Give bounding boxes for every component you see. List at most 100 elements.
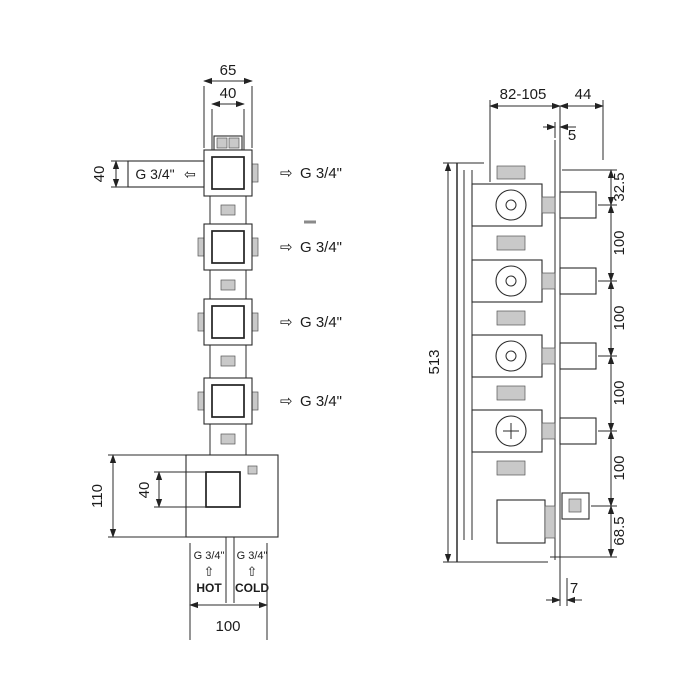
dim-top-inner-label: 40 [220,85,237,102]
cartridge-stem [541,272,556,290]
dim-chain-right: 32.5 100 100 100 100 68.5 [550,169,628,558]
dim-seg-top-label: 32.5 [611,172,628,201]
dim-base-height: 110 [89,454,186,538]
dim-plate-thickness: 5 [543,122,576,144]
connector-block [496,385,526,401]
module-right-tab [251,312,259,332]
side-valve-1 [471,183,597,227]
mounting-rails [463,170,473,540]
dim-base-height-label: 110 [89,484,106,508]
supply-port-lines [225,537,235,603]
dim-bottom-gap: 7 [546,578,582,606]
side-valve-2 [471,259,597,303]
trim-stub [559,417,597,445]
module-left-tab [197,312,205,332]
extension-lines [443,162,457,563]
module-face [211,305,245,339]
module-right-tab [251,163,259,183]
trim-stub [559,267,597,295]
flow-arrow-left-icon: ⇦ [184,166,196,182]
side-bottom-body [496,492,590,544]
module-face [211,156,245,190]
dim-plate-thickness-label: 5 [568,127,576,144]
trim-stub [559,191,597,219]
bottom-through-wall [544,505,556,539]
flow-arrow-right-icon: ⇨ [280,314,293,331]
dim-depth-range: 82-105 [489,86,561,182]
outlet-port-label: G 3/4" [300,393,342,410]
connector-block [220,433,236,445]
column-connectors [220,204,236,445]
valve-module-2 [197,223,259,271]
trim-stub [559,342,597,370]
connector-block [220,204,236,216]
dim-base-inner-label: 40 [136,482,153,499]
outlet-port-3: ⇨ G 3/4" [280,314,342,331]
extension-lines [111,160,128,188]
dim-overall-height: 513 [426,162,457,563]
extension-lines [211,109,245,154]
valve-module-4 [197,377,259,425]
connector-block [496,235,526,251]
extension-lines [154,471,206,508]
base-detail [247,465,258,475]
inlet-port-label: G 3/4" [135,166,174,182]
frame-edges [457,162,548,563]
cold-port-label: G 3/4" [237,550,268,562]
dim-bottom-gap-label: 7 [570,580,578,597]
dim-top-inner: 40 [211,85,245,154]
dim-seg-1-label: 100 [611,230,628,255]
valve-column [209,196,247,455]
outlet-port-4: ⇨ G 3/4" [280,393,342,410]
dim-overall-height-label: 513 [426,349,443,374]
flow-arrow-right-icon: ⇨ [280,239,293,256]
dim-base-inner: 40 [136,471,206,508]
inlet-pipe [127,160,205,188]
dim-top-total-label: 65 [220,62,237,79]
module-left-tab [197,237,205,257]
dim-seg-3-label: 100 [611,380,628,405]
cap-detail [216,137,228,149]
module-left-tab [197,391,205,411]
valve-top-cap [213,135,243,151]
extension-lines [203,86,253,148]
bottom-stub-detail [568,498,582,513]
dim-base-width: 100 [189,543,268,640]
hot-port-label: G 3/4" [194,550,225,562]
base-mixer-box [185,454,279,538]
cartridge-stem [541,422,556,440]
flow-arrow-right-icon: ⇨ [280,393,293,410]
flow-arrow-right-icon: ⇨ [280,165,293,182]
dim-inlet-height: 40 [91,160,128,188]
valve-cartridge-inner [505,275,517,287]
valve-module-1 [197,149,259,197]
valve-cartridge-circle [495,265,527,297]
flow-arrow-up-icon: ⇧ [204,564,215,579]
inlet-port: G 3/4" ⇦ [127,160,205,188]
rail-top-block [496,165,526,180]
valve-cartridge-circle [495,340,527,372]
valve-cartridge-circle [495,189,527,221]
valve-cartridge-inner [505,350,517,362]
valve-module-3 [197,298,259,346]
outlet-port-2: ⇨ G 3/4" [280,239,342,256]
cartridge-stem [541,196,556,214]
dim-depth-range-label: 82-105 [500,86,547,103]
cold-supply-port: G 3/4" ⇧ COLD [235,550,269,595]
side-view: 82-105 44 5 513 [426,86,628,606]
module-right-tab [251,391,259,411]
outlet-port-label: G 3/4" [300,165,342,182]
connector-block [496,460,526,476]
connector-block [496,310,526,326]
bottom-body [496,499,546,544]
dim-base-width-label: 100 [215,618,240,635]
outlet-port-label: G 3/4" [300,239,342,256]
outlet-port-label: G 3/4" [300,314,342,331]
valve-cartridge-inner [505,199,517,211]
dim-seg-4-label: 100 [611,455,628,480]
base-face [205,471,241,508]
side-valve-4 [471,409,597,453]
module-face [211,384,245,418]
cartridge-stem [541,347,556,365]
